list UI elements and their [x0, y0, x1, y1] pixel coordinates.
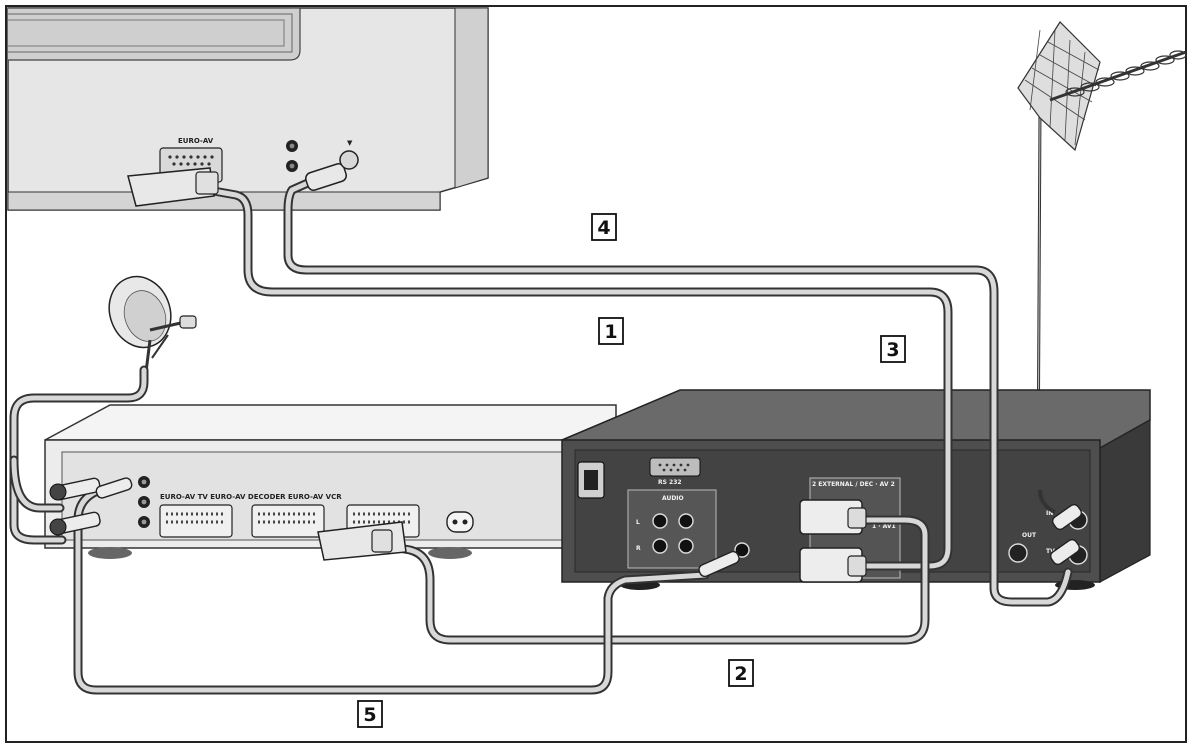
recorder-scart-label: 2 EXTERNAL / DEC · AV 2	[812, 481, 895, 488]
callout-2-number: 2	[734, 663, 747, 685]
out-label: OUT	[1022, 532, 1037, 539]
receiver-scart-labels: EURO-AV TV EURO-AV DECODER EURO-AV VCR	[160, 493, 342, 501]
callout-3-number: 3	[886, 339, 899, 361]
callout-2: 2	[729, 660, 753, 686]
callout-1: 1	[599, 318, 623, 344]
callout-1-number: 1	[604, 321, 617, 343]
callout-5-number: 5	[363, 704, 376, 726]
tv-scart-label: EURO-AV	[178, 137, 214, 145]
television: EURO-AV ▼	[8, 8, 488, 210]
receiver-scart-tv	[160, 505, 232, 537]
tv-antenna-symbol: ▼	[347, 139, 353, 147]
callout-3: 3	[881, 336, 905, 362]
receiver-power-socket	[447, 512, 473, 532]
callout-5: 5	[358, 701, 382, 727]
audio-l-label: L	[636, 519, 640, 526]
callout-4: 4	[592, 214, 616, 240]
audio-r-label: R	[636, 545, 641, 552]
audio-label: AUDIO	[662, 495, 684, 502]
callout-4-number: 4	[597, 217, 610, 239]
rs232-label: RS 232	[658, 479, 682, 486]
receiver-scart-decoder	[252, 505, 324, 537]
